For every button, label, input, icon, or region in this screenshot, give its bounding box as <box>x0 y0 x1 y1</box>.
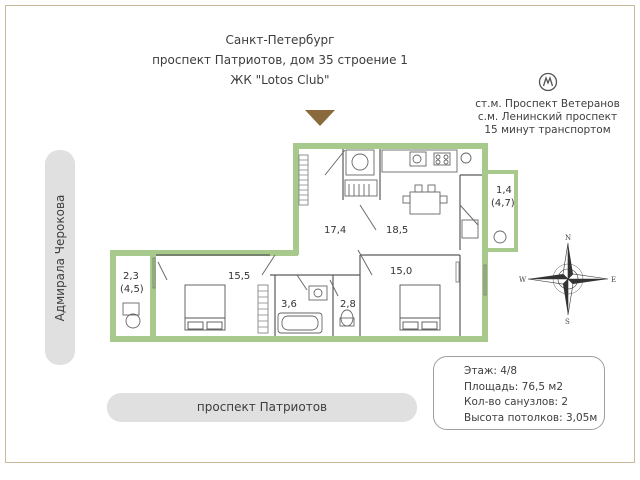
info-ceiling: Высота потолков: 3,05м <box>464 411 598 424</box>
compass-west: W <box>519 276 527 284</box>
bathroom-fixtures <box>277 285 355 334</box>
room-balcony-left-total: (4,5) <box>120 284 144 295</box>
info-floor: Этаж: 4/8 <box>464 365 518 377</box>
outer-walls <box>110 143 518 342</box>
street-address: проспект Патриотов, дом 35 строение 1 <box>152 53 408 67</box>
bed-right <box>399 284 441 331</box>
city-name: Санкт-Петербург <box>225 33 335 47</box>
armchair-top-balcony <box>493 230 507 244</box>
compass-rose: N S W E <box>519 234 616 326</box>
kitchen-furniture <box>344 149 479 239</box>
street-admirala-cherokova: Адмирала Черокова <box>45 150 75 365</box>
armchair-balcony <box>122 302 141 329</box>
metro-line-3: 15 минут транспортом <box>484 124 611 136</box>
complex-name: ЖК "Lotos Club" <box>230 73 330 87</box>
room-bedroom-right-area: 15,0 <box>390 266 412 277</box>
room-wc-area: 2,8 <box>340 299 356 310</box>
apartment-info-box: Этаж: 4/8 Площадь: 76,5 м2 Кол-во санузл… <box>433 356 605 430</box>
room-hall-area: 17,4 <box>324 225 346 236</box>
info-area: Площадь: 76,5 м2 <box>464 380 563 393</box>
address-header: Санкт-Петербург проспект Патриотов, дом … <box>150 30 410 90</box>
metro-line-2: с.м. Ленинский проспект <box>477 111 618 123</box>
wardrobe-hall <box>298 154 309 206</box>
room-balcony-top-total: (4,7) <box>491 198 515 209</box>
page-frame <box>5 5 635 463</box>
compass-east: E <box>611 276 616 284</box>
entrance-marker-icon <box>305 110 335 126</box>
room-balcony-left-area: 2,3 <box>123 271 139 282</box>
wardrobe-bedroom <box>257 284 269 334</box>
radiators <box>152 257 487 296</box>
room-balcony-top-area: 1,4 <box>496 185 512 196</box>
street-horizontal-label: проспект Патриотов <box>196 400 328 414</box>
metro-icon <box>538 72 557 92</box>
room-bath-area: 3,6 <box>281 299 297 310</box>
info-bathrooms: Кол-во санузлов: 2 <box>464 396 569 408</box>
street-prospekt-patriotov: проспект Патриотов <box>107 393 417 422</box>
bed-left <box>184 284 226 331</box>
compass-north: N <box>565 234 571 242</box>
compass-south: S <box>565 318 570 326</box>
room-kitchen-area: 18,5 <box>386 225 408 236</box>
room-bedroom-left-area: 15,5 <box>228 271 250 282</box>
doors <box>157 149 479 297</box>
inner-walls <box>156 149 482 336</box>
metro-info: ст.м. Проспект Ветеранов с.м. Ленинский … <box>460 72 635 137</box>
metro-line-1: ст.м. Проспект Ветеранов <box>475 98 620 110</box>
